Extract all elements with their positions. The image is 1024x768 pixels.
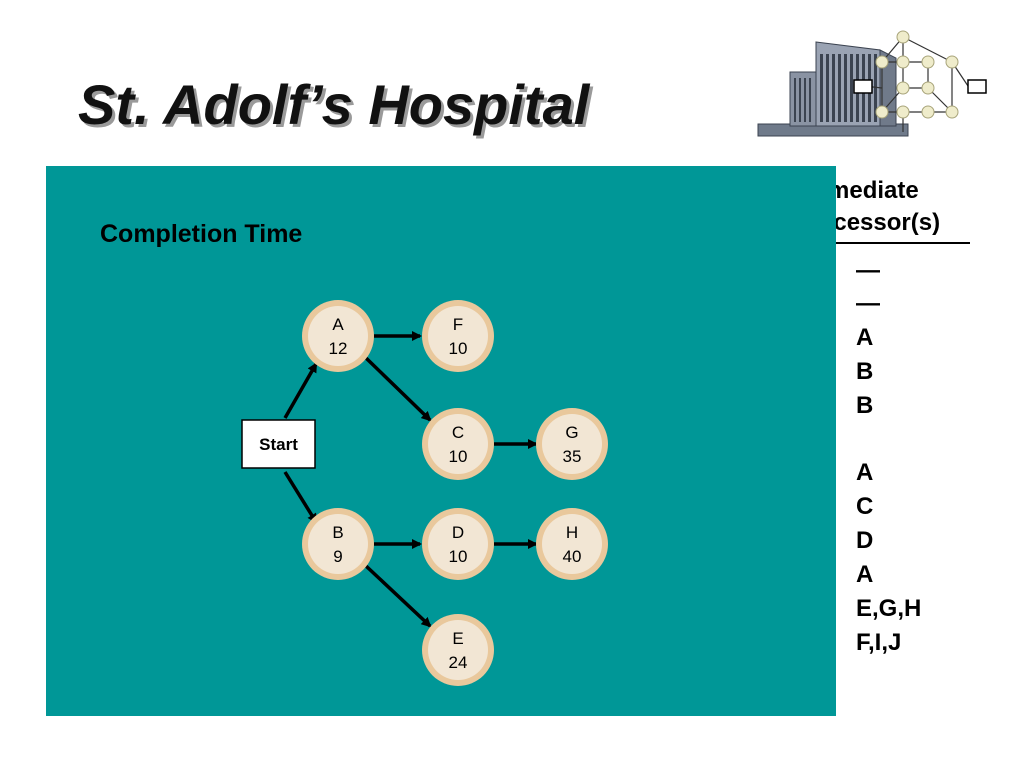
activity-node-d: D 10	[422, 508, 494, 580]
predecessor-header-underline	[836, 242, 970, 244]
activity-time: 35	[563, 447, 582, 466]
activity-time: 10	[449, 547, 468, 566]
edge-a-c	[364, 356, 432, 422]
activity-time: 40	[563, 547, 582, 566]
edge-start-b	[283, 471, 318, 524]
activity-time: 9	[333, 547, 342, 566]
activity-time: 10	[449, 447, 468, 466]
predecessor-item: —	[856, 290, 880, 317]
predecessor-item: B	[856, 392, 874, 419]
activity-id: C	[452, 423, 464, 442]
activity-id: H	[566, 523, 578, 542]
activity-node-f: F 10	[422, 300, 494, 372]
predecessor-header-line-1: mediate	[828, 177, 919, 204]
predecessor-item: F,I,J	[856, 629, 902, 656]
activity-id: D	[452, 523, 464, 542]
activity-node-a: A 12	[302, 300, 374, 372]
predecessor-item: B	[856, 358, 874, 385]
panel-label: Completion Time	[100, 220, 303, 248]
predecessor-item: A	[856, 561, 874, 588]
edge-b-e	[364, 564, 432, 628]
predecessor-item: —	[856, 257, 880, 284]
predecessor-item: C	[856, 493, 874, 520]
predecessor-item: E,G,H	[856, 595, 922, 622]
activity-id: A	[332, 315, 344, 334]
start-box	[241, 419, 316, 469]
slide-title: St. Adolf’s Hospital	[78, 73, 590, 136]
activity-id: F	[453, 315, 463, 334]
activity-time: 10	[449, 339, 468, 358]
predecessor-item: A	[856, 324, 874, 351]
activity-node-e: E 24	[422, 614, 494, 686]
predecessor-item: D	[856, 527, 874, 554]
edge-start-a	[283, 362, 318, 419]
activity-id: E	[452, 629, 463, 648]
activity-time: 24	[449, 653, 468, 672]
activity-id: G	[565, 423, 578, 442]
predecessor-item: A	[856, 459, 874, 486]
activity-node-g: G 35	[536, 408, 608, 480]
activity-node-h: H 40	[536, 508, 608, 580]
activity-node-b: B 9	[302, 508, 374, 580]
hospital-network-icon	[757, 30, 987, 137]
activity-time: 12	[329, 339, 348, 358]
predecessor-header-line-2: ecessor(s)	[820, 209, 941, 236]
activity-id: B	[332, 523, 343, 542]
activity-node-c: C 10	[422, 408, 494, 480]
start-label: Start	[259, 435, 298, 454]
